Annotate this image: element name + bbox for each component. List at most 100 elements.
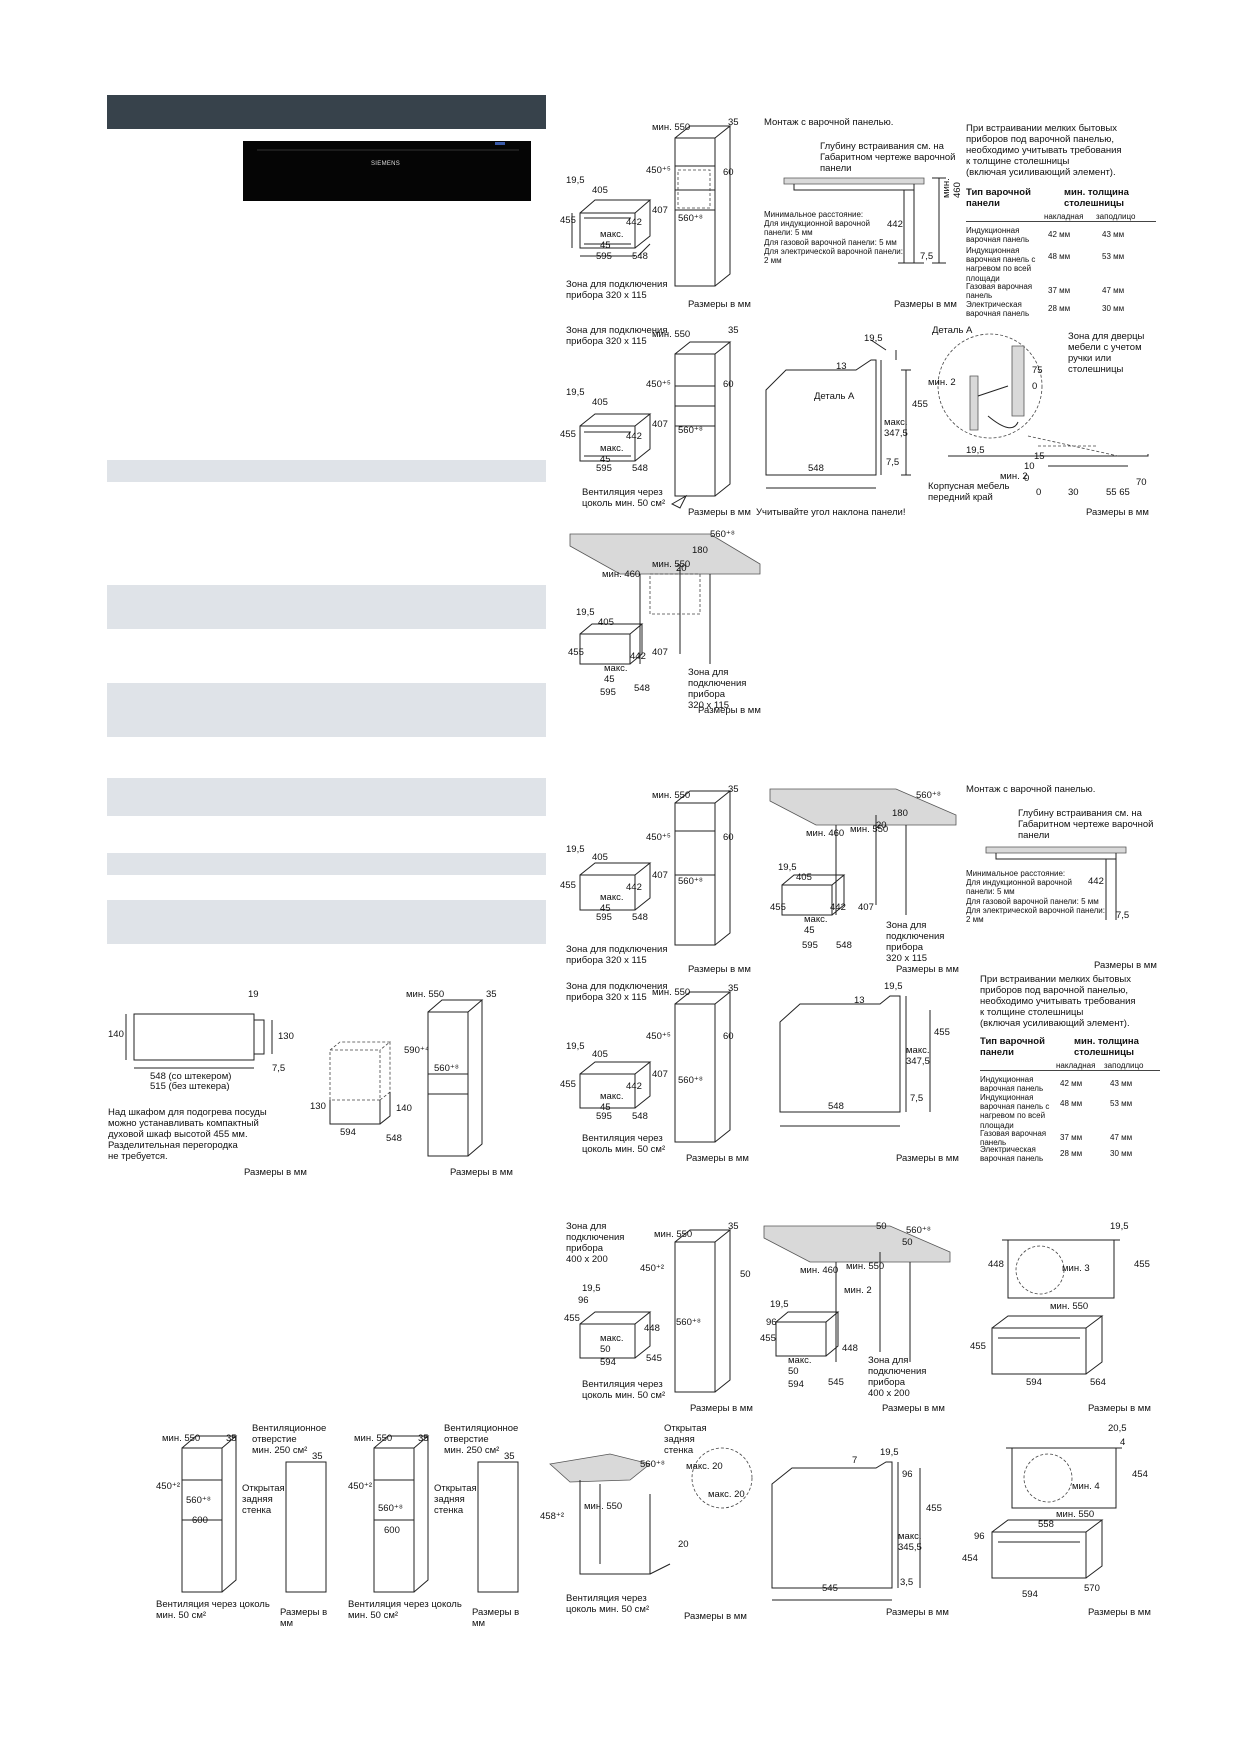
label-5565: 55 65 [1106,487,1130,498]
table-row-name: Газовая варочная панель [966,282,1033,301]
label-442: 442 [830,902,846,913]
label-30: 30 [1068,487,1079,498]
label-455: 455 [760,1333,776,1344]
label-442: 442 [626,1081,642,1092]
label-600: 600 [384,1525,400,1536]
table-col-min: мин. толщина столешницы [1074,1036,1139,1058]
label-558: 558 [1038,1519,1054,1530]
label-595: 595 [596,463,612,474]
label-max45: макс. 45 [600,892,624,914]
label-450: 450⁺⁵ [646,165,671,176]
label-min460: мин. 460 [800,1265,839,1276]
label-405: 405 [598,617,614,628]
label-zone: Зона для подключения прибора 320 x 115 [566,279,668,301]
label-560: 560⁺⁸ [678,876,703,887]
label-max45: макс. 45 [600,443,624,465]
table-row-b: 43 мм [1110,1079,1133,1088]
label-4: 4 [1120,1437,1126,1448]
label-units: Размеры в мм [1088,1607,1151,1618]
label-60: 60 [723,1031,734,1042]
label-130: 130 [278,1031,294,1042]
label-405: 405 [592,397,608,408]
label-units: Размеры в мм [280,1607,328,1629]
table-sub1: накладная [1056,1061,1096,1070]
label-zone: Зона для подключения прибора 320 x 115 [688,667,747,711]
diagram-front-view-1: 19,5 448 455 мин. 3 мин. 550 455 594 564… [962,1221,1162,1422]
label-19-5: 19,5 [576,607,595,618]
label-open-back: Открытая задняя стенка [664,1423,707,1456]
label-407: 407 [652,205,668,216]
label-407: 407 [652,1069,668,1080]
hob-min-distance: Минимальное расстояние: Для индукционной… [764,210,903,265]
label-19: 19 [248,989,259,1000]
label-min550: мин. 550 [654,1229,693,1240]
label-140: 140 [396,1103,412,1114]
diagram-warming-drawer-side: 19 140 130 7,5 548 (со штекером) 515 (бе… [108,989,308,1180]
label-min550: мин. 550 [846,1261,885,1272]
label-7: 7 [852,1455,858,1466]
label-455: 455 [934,1027,950,1038]
label-min2: мин. 2 [928,377,956,388]
label-units: Размеры в мм [450,1167,513,1178]
label-zone: Зона для подключения прибора 320 x 115 [566,981,668,1003]
label-open-back: Открытая задняя стенка [434,1483,477,1516]
label-50: 50 [876,1221,887,1232]
product-control-strip [257,149,519,151]
diagram-vent-cabinet-1: мин. 550 35 Вентиляционное отверстие мин… [156,1423,336,1629]
table-row-a: 28 мм [1060,1149,1083,1158]
diagram-under-hob-2: Монтаж с варочной панелью. Глубину встра… [966,784,1160,975]
label-units: Размеры в мм [690,1403,753,1414]
table-row-name: Индукционная варочная панель [966,226,1030,245]
label-455: 455 [560,215,576,226]
label-96: 96 [766,1317,777,1328]
label-548: 548 [632,1111,648,1122]
label-7-5: 7,5 [272,1063,286,1074]
diagram-under-hob-1: Монтаж с варочной панелью. Глубину встра… [764,117,963,318]
label-450: 450⁺² [348,1481,373,1492]
label-15: 15 [1034,451,1045,462]
label-442: 442 [626,431,642,442]
label-35: 35 [728,983,739,994]
brand-logo: SIEMENS [371,161,401,167]
label-units: Размеры в мм [244,1167,307,1178]
label-450: 450⁺² [156,1481,181,1492]
label-units: Размеры в мм [1088,1403,1151,1414]
diagram-tall-cabinet-3: мин. 550 35 450⁺⁵ 60 560⁺⁸ 19,5 405 455 … [560,784,760,975]
table-row-b: 30 мм [1102,304,1125,313]
table-intro: При встраивании мелких бытовых приборов … [980,974,1136,1029]
label-548: 548 [836,940,852,951]
label-450: 450⁺⁵ [646,379,671,390]
diagram-warming-drawer-cabinet: мин. 550 35 590⁺⁴ 560⁺⁸ Размеры в мм [404,989,524,1180]
label-max45: макс. 45 [600,229,624,251]
countertop-table-2: При встраивании мелких бытовых приборов … [980,974,1160,1165]
label-min550: мин. 550 [584,1501,623,1512]
table-col-type: Тип варочной панели [980,1036,1045,1058]
label-min550: мин. 550 [1056,1509,1095,1520]
label-vent: Вентиляция через цоколь мин. 50 см² [348,1599,462,1621]
label-96: 96 [902,1469,913,1480]
label-455: 455 [568,647,584,658]
label-min460: мин. 460 [941,178,963,198]
label-594: 594 [788,1379,804,1390]
label-560: 560⁺⁸ [186,1495,211,1506]
label-20: 20 [876,820,887,831]
label-19-5: 19,5 [566,387,585,398]
label-zone: Зона для подключения прибора 320 x 115 [886,920,945,964]
label-407: 407 [858,902,874,913]
label-560: 560⁺⁸ [640,1459,665,1470]
label-405: 405 [592,185,608,196]
table-sub2: заподлицо [1096,212,1136,221]
label-442: 442 [887,219,903,230]
label-max347: макс. 347,5 [906,1045,930,1067]
section-bar [107,683,546,737]
diagram-under-worktop-1: 560⁺⁸ 180 мин. 460 мин. 550 20 19,5 405 … [560,524,770,724]
table-row-name: Газовая варочная панель [980,1129,1047,1148]
label-min550: мин. 550 [652,122,691,133]
label-13: 13 [854,995,865,1006]
label-442: 442 [626,882,642,893]
label-13: 13 [836,361,847,372]
label-545: 545 [822,1583,838,1594]
label-units: Размеры в мм [698,705,761,716]
label-450: 450⁺² [640,1263,665,1274]
table-row-name: Электрическая варочная панель [980,1145,1044,1164]
